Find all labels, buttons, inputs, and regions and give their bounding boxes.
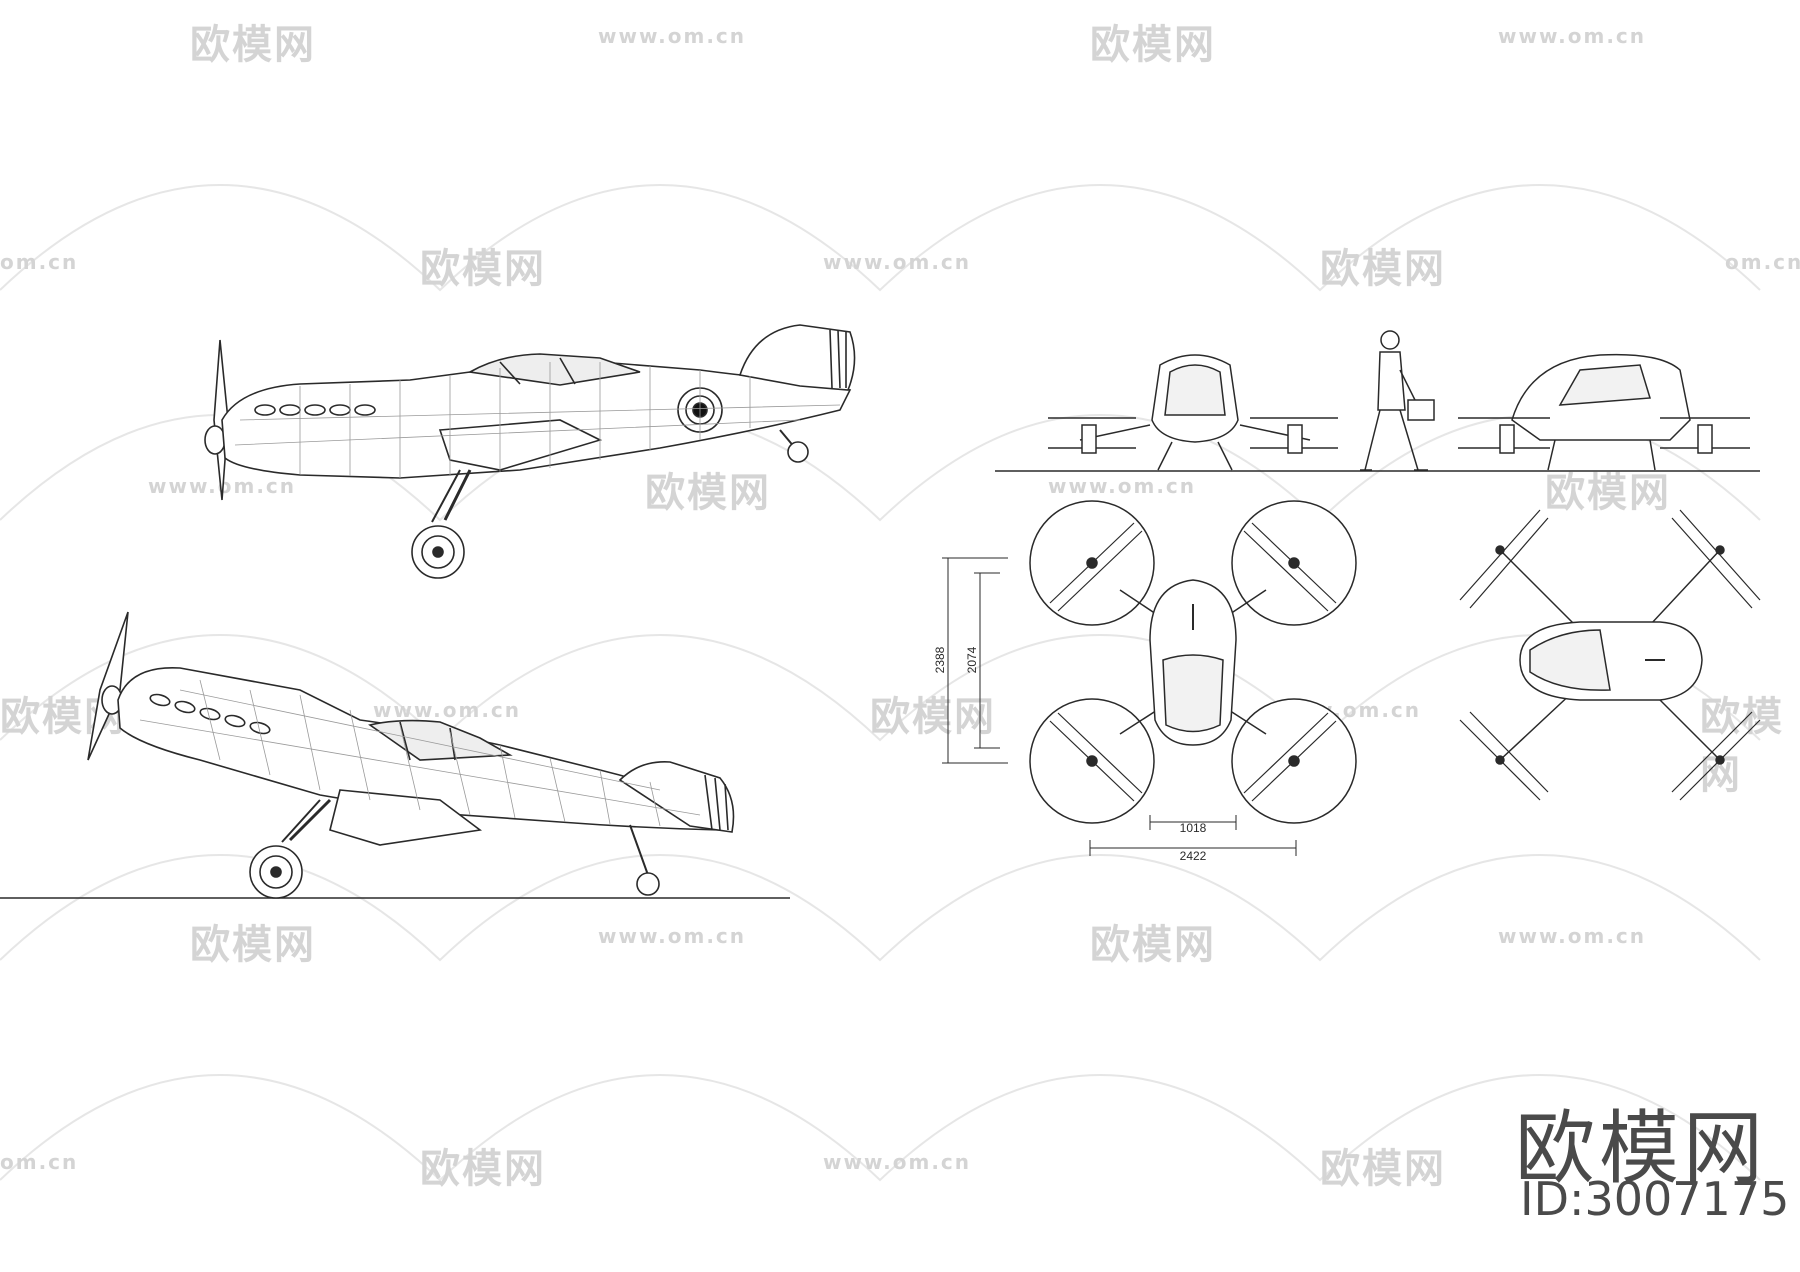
- aircraft-side-view-1: [204, 324, 856, 579]
- watermark-url: www.om.cn: [1498, 24, 1647, 48]
- watermark-url: om.cn: [1725, 250, 1800, 274]
- dimension-body-width: 1018: [1180, 821, 1207, 835]
- watermark-brand: 欧模网: [1320, 246, 1446, 292]
- drone-side-view: [1458, 353, 1750, 471]
- watermark-url: www.om.cn: [1498, 924, 1647, 948]
- dimension-body-length: 2074: [965, 646, 979, 673]
- drone-front-view: [995, 354, 1760, 472]
- watermark-url: www.om.cn: [1048, 474, 1197, 498]
- watermark-url: www.om.cn: [823, 250, 972, 274]
- watermark-brand: 欧模网: [420, 246, 546, 292]
- scale-figure-person: [1360, 330, 1435, 471]
- watermark-url: www.om.cn: [373, 698, 522, 722]
- watermark-brand: 欧模网: [1090, 922, 1216, 968]
- drone-top-view: [1029, 500, 1357, 824]
- brand-logo-text: 欧模网: [1515, 1102, 1767, 1195]
- watermark-url: www.om.cn: [598, 24, 747, 48]
- watermark-brand: 欧模网: [645, 470, 771, 516]
- watermark-brand: 欧模网: [190, 922, 316, 968]
- watermark-url: om.cn: [0, 1150, 79, 1174]
- watermark-brand: 欧模网: [870, 694, 996, 740]
- watermark-brand: 欧模网: [1700, 694, 1784, 798]
- drone-top-view-2: [1459, 509, 1761, 801]
- watermark-brand: 欧模网: [1545, 470, 1671, 516]
- watermark-url: www.om.cn: [823, 1150, 972, 1174]
- watermark-brand: 欧模网: [1090, 22, 1216, 68]
- watermark-url: www.om.cn: [598, 924, 747, 948]
- dimension-overall-width: 2422: [1180, 849, 1207, 863]
- dimension-overall-length: 2388: [933, 646, 947, 673]
- model-id-label: ID:3007175: [1520, 1172, 1790, 1226]
- watermark-brand: 欧模网: [190, 22, 316, 68]
- watermark-brand: 欧模网: [420, 1146, 546, 1192]
- watermark-brand: 欧模网: [1320, 1146, 1446, 1192]
- aircraft-side-view-2: [0, 611, 790, 899]
- watermark-url: om.cn: [0, 250, 79, 274]
- dimension-lines: [942, 557, 1297, 856]
